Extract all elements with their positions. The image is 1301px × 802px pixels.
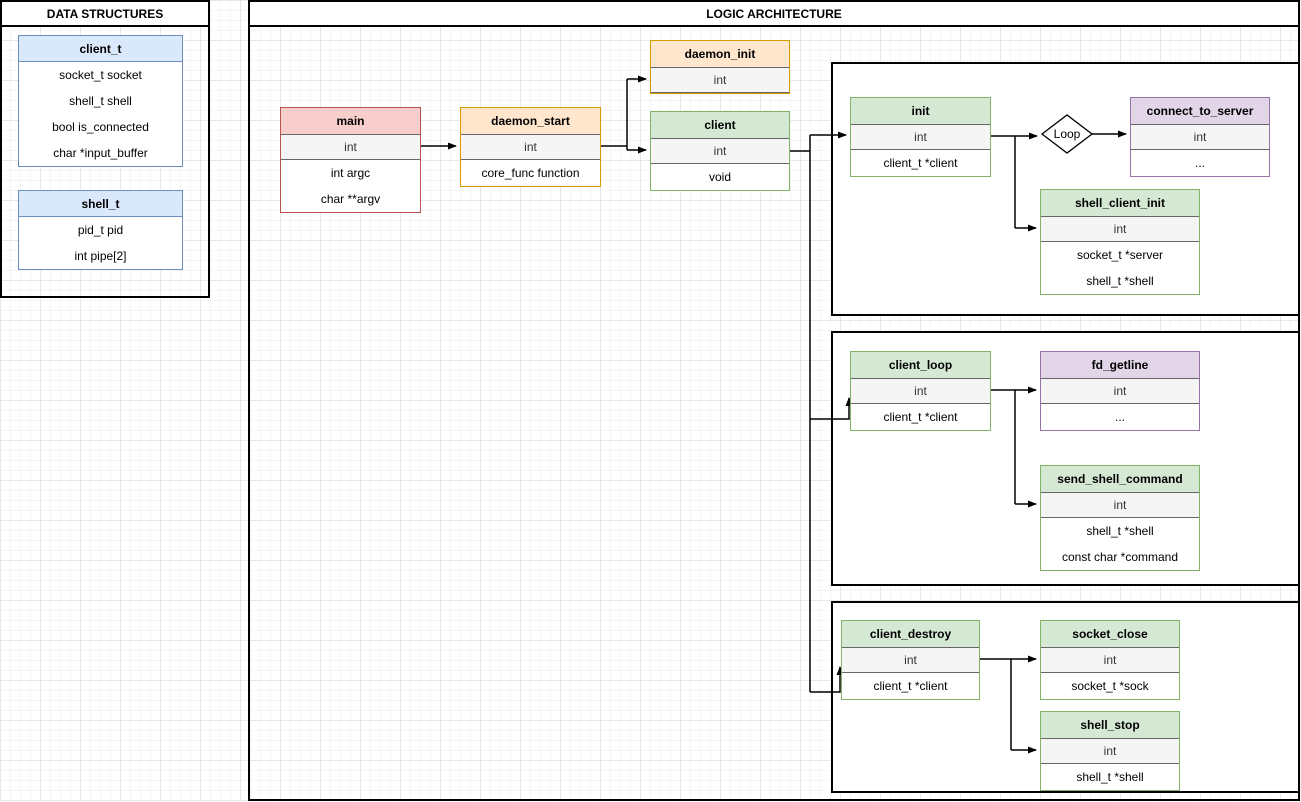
node-main-return-type: int — [281, 134, 420, 160]
node-client-destroy-param: client_t *client — [873, 679, 948, 693]
node-client-loop[interactable]: client_loop int client_t *client — [850, 351, 991, 431]
node-init-param: client_t *client — [883, 156, 958, 170]
node-client-t-field: bool is_connected — [52, 120, 149, 134]
node-shell-t[interactable]: shell_t pid_t pid int pipe[2] — [18, 190, 183, 270]
node-init[interactable]: init int client_t *client — [850, 97, 991, 177]
node-init-title: init — [851, 98, 990, 124]
node-shell-stop-title: shell_stop — [1041, 712, 1179, 738]
node-main-title: main — [281, 108, 420, 134]
node-shell-stop[interactable]: shell_stop int shell_t *shell — [1040, 711, 1180, 791]
node-daemon-init[interactable]: daemon_init int — [650, 40, 790, 94]
node-send-shell-command[interactable]: send_shell_command int shell_t *shell co… — [1040, 465, 1200, 571]
loop-diamond-label: Loop — [1053, 127, 1081, 141]
node-shell-client-init-param: socket_t *server — [1076, 248, 1164, 262]
node-send-shell-command-param: const char *command — [1061, 550, 1179, 564]
node-client-title: client — [651, 112, 789, 138]
node-connect-to-server[interactable]: connect_to_server int ... — [1130, 97, 1270, 177]
node-fd-getline[interactable]: fd_getline int ... — [1040, 351, 1200, 431]
node-fd-getline-title: fd_getline — [1041, 352, 1199, 378]
node-daemon-start[interactable]: daemon_start int core_func function — [460, 107, 601, 187]
node-connect-to-server-return-type: int — [1131, 124, 1269, 150]
node-client[interactable]: client int void — [650, 111, 790, 191]
node-client-t-field: char *input_buffer — [53, 146, 148, 160]
node-shell-client-init-return-type: int — [1041, 216, 1199, 242]
node-main-param: char **argv — [320, 192, 381, 206]
logic-architecture-panel: LOGIC ARCHITECTURE — [248, 0, 1300, 801]
node-client-loop-title: client_loop — [851, 352, 990, 378]
data-structures-panel: DATA STRUCTURES — [0, 0, 210, 298]
node-socket-close-param: socket_t *sock — [1071, 679, 1149, 693]
node-connect-to-server-title: connect_to_server — [1131, 98, 1269, 124]
node-shell-client-init-title: shell_client_init — [1041, 190, 1199, 216]
node-send-shell-command-param: shell_t *shell — [1086, 524, 1154, 538]
node-client-return-type: int — [651, 138, 789, 164]
node-shell-client-init-param: shell_t *shell — [1086, 274, 1154, 288]
node-daemon-init-return-type: int — [651, 67, 789, 93]
node-fd-getline-return-type: int — [1041, 378, 1199, 404]
node-client-destroy-return-type: int — [842, 647, 979, 673]
node-shell-client-init[interactable]: shell_client_init int socket_t *server s… — [1040, 189, 1200, 295]
node-shell-t-field: int pipe[2] — [74, 249, 127, 263]
node-main-param: int argc — [330, 166, 371, 180]
node-fd-getline-param: ... — [1114, 410, 1125, 424]
node-daemon-start-param: core_func function — [481, 166, 580, 180]
node-socket-close-title: socket_close — [1041, 621, 1179, 647]
node-socket-close[interactable]: socket_close int socket_t *sock — [1040, 620, 1180, 700]
node-client-destroy[interactable]: client_destroy int client_t *client — [841, 620, 980, 700]
node-send-shell-command-return-type: int — [1041, 492, 1199, 518]
node-client-t-field: shell_t shell — [69, 94, 132, 108]
node-daemon-start-return-type: int — [461, 134, 600, 160]
node-client-t-title: client_t — [19, 36, 182, 62]
node-client-destroy-title: client_destroy — [842, 621, 979, 647]
node-daemon-init-title: daemon_init — [651, 41, 789, 67]
node-shell-stop-param: shell_t *shell — [1076, 770, 1144, 784]
node-main[interactable]: main int int argc char **argv — [280, 107, 421, 213]
node-client-param: void — [708, 170, 731, 184]
logic-architecture-panel-title: LOGIC ARCHITECTURE — [250, 2, 1298, 27]
node-daemon-start-title: daemon_start — [461, 108, 600, 134]
node-shell-stop-return-type: int — [1041, 738, 1179, 764]
node-shell-t-field: pid_t pid — [77, 223, 124, 237]
data-structures-panel-title: DATA STRUCTURES — [2, 2, 208, 27]
node-socket-close-return-type: int — [1041, 647, 1179, 673]
node-client-loop-return-type: int — [851, 378, 990, 404]
node-client-t-field: socket_t socket — [59, 68, 142, 82]
node-send-shell-command-title: send_shell_command — [1041, 466, 1199, 492]
node-init-return-type: int — [851, 124, 990, 150]
node-client-t[interactable]: client_t socket_t socket shell_t shell b… — [18, 35, 183, 167]
node-connect-to-server-param: ... — [1194, 156, 1205, 170]
node-client-loop-param: client_t *client — [883, 410, 958, 424]
node-shell-t-title: shell_t — [19, 191, 182, 217]
